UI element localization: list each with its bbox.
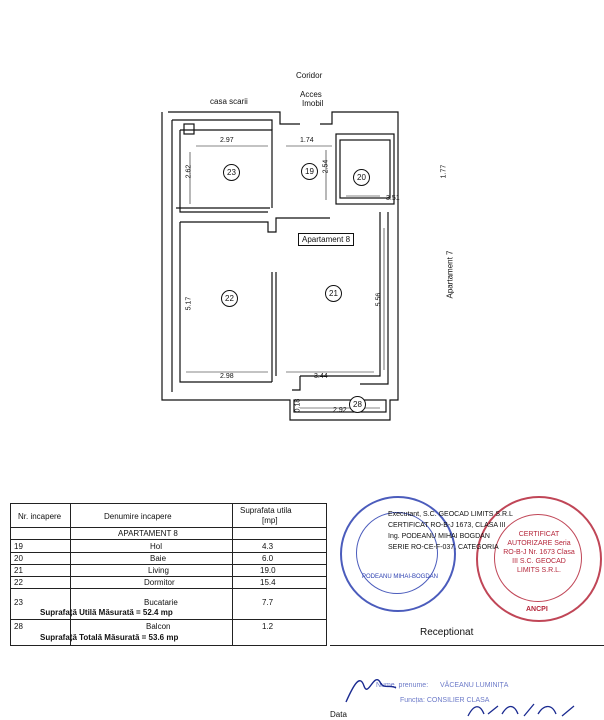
surveyor-round-stamp-inner <box>356 512 438 594</box>
col-nr-header: Nr. incapere <box>18 512 62 521</box>
table-bottom-border <box>10 645 326 646</box>
row-nr: 22 <box>14 578 23 587</box>
authorization-round-stamp <box>476 496 602 622</box>
floor-plan <box>161 111 399 421</box>
corridor-label: Coridor <box>296 71 323 80</box>
row-name: Bucatarie <box>144 598 178 607</box>
row-area: 15.4 <box>260 578 276 587</box>
row-nr: 21 <box>14 566 23 575</box>
row-nr: 19 <box>14 542 23 551</box>
handwritten-signature <box>345 679 397 703</box>
table-row-line <box>10 527 326 528</box>
apartment-row: APARTAMENT 8 <box>118 529 178 538</box>
engineer-text: Ing. PODEANU MIHAI BOGDAN <box>388 533 490 540</box>
dim-2-54: 2.54 <box>322 159 330 174</box>
certificate-text: CERTIFICAT RO-B-J 1673, CLASA III <box>388 522 506 529</box>
authorization-text: CERTIFICAT AUTORIZARE Seria RO-B-J Nr. 1… <box>503 531 575 574</box>
room-20-marker: 20 <box>353 169 370 186</box>
col-area-unit: [mp] <box>262 516 278 525</box>
table-row-line <box>10 588 326 589</box>
dim-3-44: 3.44 <box>314 373 328 380</box>
row-name: Dormitor <box>144 578 175 587</box>
col-name-header: Denumire incapere <box>104 512 172 521</box>
row-area: 19.0 <box>260 566 276 575</box>
room-23-marker: 23 <box>223 164 240 181</box>
authorization-round-stamp-inner <box>494 514 582 602</box>
dim-1-77: 1.77 <box>440 164 448 179</box>
room-21-marker: 21 <box>325 285 342 302</box>
row-area: 7.7 <box>262 598 274 607</box>
access-label: Acces <box>300 90 322 99</box>
row-nr: 20 <box>14 554 23 563</box>
dim-5-56: 5.56 <box>375 292 383 307</box>
room-22-marker: 22 <box>221 290 238 307</box>
row-nr: 23 <box>14 598 23 607</box>
table-col-divider-1 <box>70 503 71 646</box>
total-area: Suprafață Totală Măsurată = 53.6 mp <box>40 633 179 642</box>
surveyor-round-stamp <box>340 496 456 612</box>
apartment-label: Apartament 8 <box>298 233 355 246</box>
table-top-border <box>10 503 326 504</box>
row-area: 6.0 <box>262 554 274 563</box>
room-19-marker: 19 <box>301 163 318 180</box>
dim-1-74: 1.74 <box>300 137 314 144</box>
row-area: 1.2 <box>262 622 274 631</box>
signature-box-top <box>330 645 604 646</box>
row-name: Hol <box>150 542 163 551</box>
date-label: Data <box>330 710 347 719</box>
dim-2-92: 2.92 <box>333 407 347 414</box>
stairs-label: casa scarii <box>210 97 248 106</box>
ancpi-text: ANCPI <box>526 606 548 613</box>
handwritten-date <box>467 703 575 717</box>
row-name: Balcon <box>146 622 171 631</box>
received-name: VĂCEANU LUMINIȚA <box>440 682 509 689</box>
dim-2-98: 2.98 <box>220 373 234 380</box>
received-label: Receptionat <box>420 627 474 638</box>
dim-2-97: 2.97 <box>220 137 234 144</box>
table-right-border <box>326 503 327 646</box>
table-left-border <box>10 503 11 646</box>
building-label: Imobil <box>302 99 324 108</box>
col-area-header: Suprafata utila <box>240 506 292 515</box>
dim-0-18: 0.18 <box>294 398 302 413</box>
received-function: Funcția: CONSILIER CLASA <box>400 697 490 704</box>
executant-text: Executant, S.C. GEOCAD LIMITS S.R.L <box>388 511 513 518</box>
table-row-line <box>10 564 326 565</box>
table-col-divider-2 <box>232 503 233 646</box>
table-row-line <box>10 552 326 553</box>
dim-3-51: 3.51 <box>386 195 400 202</box>
room-28-marker: 28 <box>349 396 366 413</box>
table-row-line <box>10 539 326 540</box>
table-row-line <box>10 619 326 620</box>
dim-2-62: 2.62 <box>185 164 193 179</box>
podeanu-text: PODEANU MIHAI-BOGDAN <box>362 574 439 580</box>
dim-5-17: 5.17 <box>185 296 193 311</box>
table-row-line <box>10 576 326 577</box>
row-area: 4.3 <box>262 542 274 551</box>
neighbor-apartment-label: Apartament 7 <box>445 250 455 299</box>
row-name: Baie <box>150 554 167 563</box>
useful-total: Suprafață Utilă Măsurată = 52.4 mp <box>40 608 173 617</box>
row-name: Living <box>148 566 169 575</box>
row-nr: 28 <box>14 622 23 631</box>
received-name-label: Nume, prenume: <box>376 682 429 689</box>
series-text: SERIE RO-CE-F-037, CATEGORIA <box>388 544 499 551</box>
